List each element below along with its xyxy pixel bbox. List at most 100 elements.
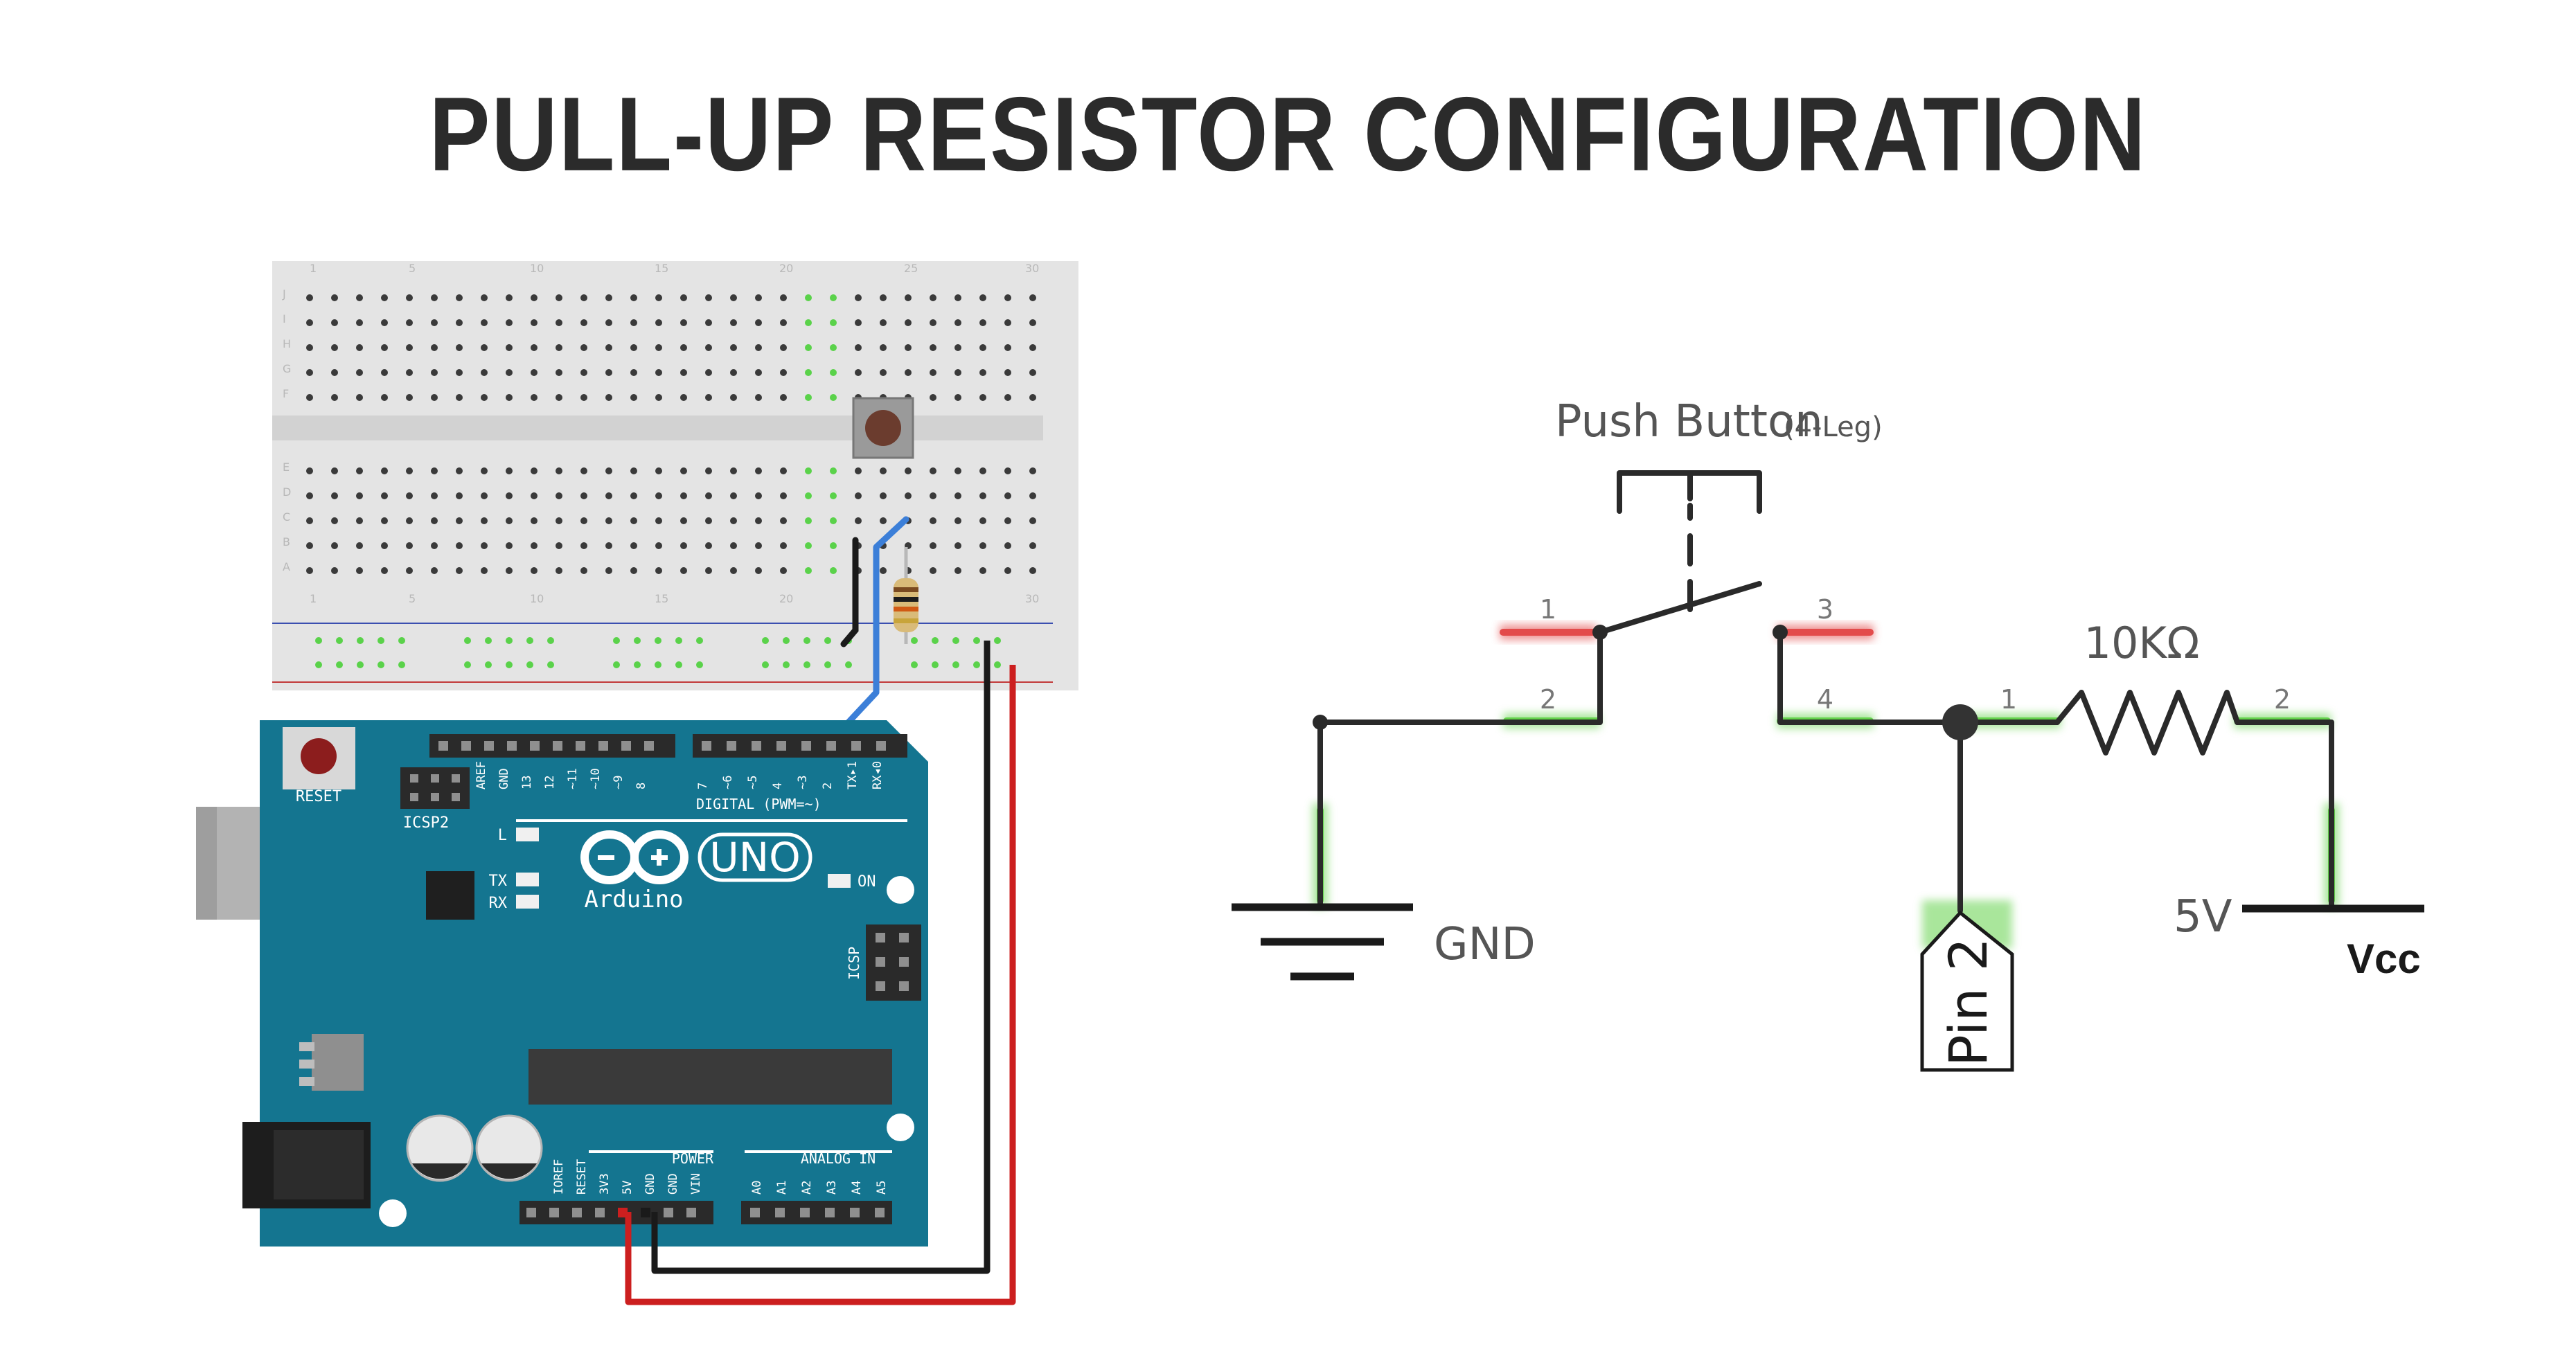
breadboard-hole bbox=[406, 369, 413, 376]
resistor-pin-2: 2 bbox=[2274, 684, 2291, 715]
breadboard-hole bbox=[481, 369, 488, 376]
breadboard-hole bbox=[406, 542, 413, 549]
breadboard-hole bbox=[605, 492, 612, 499]
pin2-label: Pin 2 bbox=[1937, 938, 1999, 1066]
breadboard-hole bbox=[780, 294, 787, 301]
breadboard-hole bbox=[1029, 294, 1036, 301]
analog-pin-label: A2 bbox=[800, 1181, 814, 1195]
breadboard-hole bbox=[331, 369, 338, 376]
breadboard-hole bbox=[1004, 394, 1011, 401]
breadboard-hole bbox=[855, 492, 862, 499]
rail-hole bbox=[547, 637, 554, 644]
breadboard-hole bbox=[381, 319, 388, 326]
breadboard-hole bbox=[979, 394, 986, 401]
breadboard-hole bbox=[306, 344, 313, 351]
breadboard-hole bbox=[431, 369, 438, 376]
atmega-chip bbox=[528, 1049, 892, 1105]
rail-hole bbox=[762, 637, 769, 644]
rail-hole bbox=[803, 661, 810, 668]
breadboard-hole bbox=[381, 492, 388, 499]
digital-pin-label: TX▸1 bbox=[846, 761, 860, 789]
header-pin bbox=[553, 741, 562, 751]
header-pin bbox=[702, 741, 711, 751]
breadboard-hole bbox=[805, 369, 812, 376]
rail-hole bbox=[952, 637, 959, 644]
breadboard-hole bbox=[979, 369, 986, 376]
rail-hole bbox=[485, 661, 492, 668]
icsp-label: ICSP bbox=[846, 947, 862, 980]
breadboard-hole bbox=[680, 294, 687, 301]
header-pin bbox=[576, 741, 585, 751]
col-num: 1 bbox=[310, 592, 317, 605]
reset-label: RESET bbox=[296, 788, 341, 805]
row-letter: B bbox=[283, 535, 290, 548]
header-pin bbox=[595, 1208, 605, 1217]
header-pin bbox=[875, 1208, 885, 1217]
wire-red-5v bbox=[625, 665, 1016, 1305]
breadboard-hole bbox=[580, 492, 587, 499]
rail-hole bbox=[911, 637, 918, 644]
breadboard-hole bbox=[356, 467, 363, 474]
pin2-flag bbox=[1920, 910, 2014, 1072]
breadboard-hole bbox=[331, 542, 338, 549]
header-pin bbox=[621, 741, 631, 751]
wire-blue-pin2 bbox=[824, 516, 909, 748]
wire-black-gnd bbox=[651, 641, 991, 1274]
breadboard-hole bbox=[306, 394, 313, 401]
header-pin bbox=[850, 1208, 860, 1217]
breadboard-hole bbox=[630, 344, 637, 351]
breadboard-hole bbox=[381, 567, 388, 574]
breadboard-hole bbox=[705, 394, 712, 401]
power-pin-label: GND bbox=[666, 1173, 680, 1195]
breadboard-body bbox=[272, 261, 1078, 690]
rail-hole bbox=[526, 637, 533, 644]
switch-lever bbox=[1597, 581, 1762, 635]
col-num: 1 bbox=[310, 262, 317, 275]
breadboard-hole bbox=[1029, 369, 1036, 376]
breadboard-hole bbox=[506, 567, 513, 574]
switch-pin-2: 2 bbox=[1540, 684, 1556, 715]
breadboard-hole bbox=[356, 319, 363, 326]
row-letter: I bbox=[283, 312, 286, 325]
breadboard-hole bbox=[705, 294, 712, 301]
analog-header bbox=[741, 1201, 892, 1224]
breadboard-hole bbox=[905, 319, 912, 326]
digital-pin-label: AREF bbox=[474, 761, 488, 789]
row-letter: H bbox=[283, 337, 291, 350]
breadboard-hole bbox=[755, 369, 762, 376]
breadboard-hole bbox=[954, 492, 961, 499]
breadboard-hole bbox=[655, 567, 662, 574]
breadboard-hole bbox=[531, 467, 538, 474]
breadboard-hole bbox=[1004, 517, 1011, 524]
breadboard-hole bbox=[481, 467, 488, 474]
breadboard-hole bbox=[605, 294, 612, 301]
breadboard-hole bbox=[1029, 517, 1036, 524]
breadboard-hole bbox=[780, 467, 787, 474]
mount-hole bbox=[887, 876, 914, 904]
row-letter: G bbox=[283, 362, 291, 375]
digital-pin-label: ~10 bbox=[589, 768, 603, 789]
header-pin bbox=[644, 741, 654, 751]
rail-hole bbox=[911, 661, 918, 668]
breadboard-hole bbox=[954, 517, 961, 524]
analog-pin-label: A3 bbox=[825, 1181, 839, 1195]
breadboard-hole bbox=[356, 294, 363, 301]
header-pin bbox=[775, 1208, 785, 1217]
breadboard-hole bbox=[531, 294, 538, 301]
breadboard-hole bbox=[605, 319, 612, 326]
breadboard-hole bbox=[531, 542, 538, 549]
breadboard-hole bbox=[830, 369, 837, 376]
rail-hole bbox=[952, 661, 959, 668]
breadboard-hole bbox=[406, 567, 413, 574]
breadboard-hole bbox=[605, 542, 612, 549]
digital-pin-label: ~11 bbox=[566, 768, 580, 789]
breadboard-hole bbox=[531, 344, 538, 351]
breadboard-hole bbox=[880, 344, 887, 351]
breadboard-hole bbox=[805, 467, 812, 474]
schematic: Push Button (4-Leg) 1 2 3 4 10KΩ 1 2 GND… bbox=[1232, 396, 2424, 1072]
breadboard-hole bbox=[506, 319, 513, 326]
breadboard-hole bbox=[930, 517, 936, 524]
breadboard-hole bbox=[306, 369, 313, 376]
breadboard-hole bbox=[954, 294, 961, 301]
